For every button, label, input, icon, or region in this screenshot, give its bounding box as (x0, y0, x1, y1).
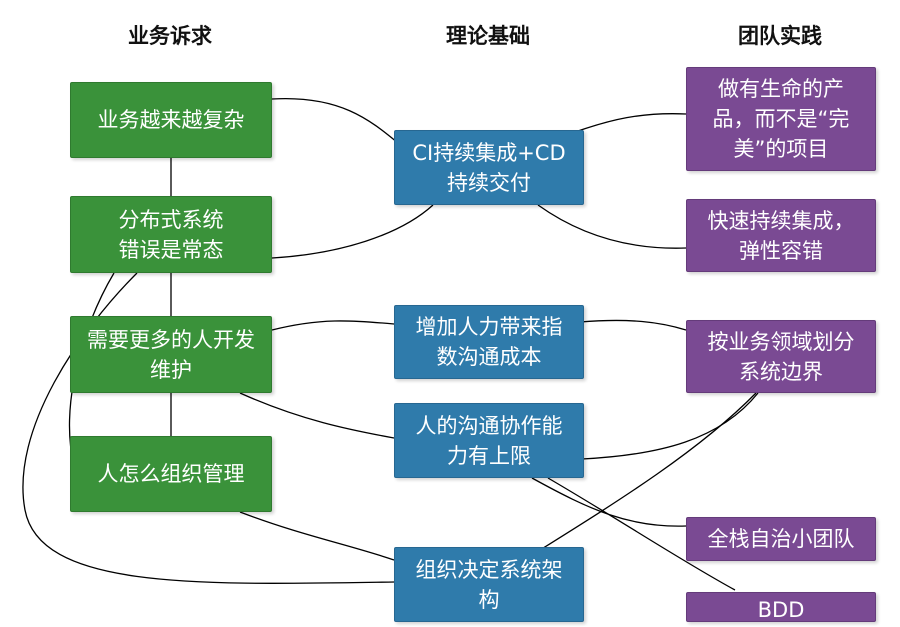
edge-t1-p1 (577, 113, 687, 132)
node-domain-boundaries: 按业务领域划分 系统边界 (686, 320, 876, 393)
node-fast-ci-resilience: 快速持续集成， 弹性容错 (686, 199, 876, 272)
edge-t3-p4 (531, 477, 687, 527)
node-label: 组织决定系统架 构 (415, 557, 563, 612)
node-label: 分布式系统 错误是常态 (118, 207, 224, 262)
node-business-complexity: 业务越来越复杂 (70, 82, 272, 158)
edge-t2-p3 (579, 319, 687, 331)
header-team: 团队实践 (738, 24, 822, 48)
edge-t3-p5 (547, 477, 736, 591)
node-bdd: BDD (686, 592, 876, 622)
edge-b1-t1 (271, 97, 399, 144)
node-label: 人怎么组织管理 (97, 462, 245, 486)
node-label: 业务越来越复杂 (97, 108, 245, 132)
node-collaboration-limit: 人的沟通协作能 力有上限 (394, 403, 584, 478)
node-label: 人的沟通协作能 力有上限 (415, 413, 563, 468)
node-communication-cost: 增加人力带来指 数沟通成本 (394, 305, 584, 379)
node-conways-law: 组织决定系统架 构 (394, 547, 584, 622)
node-label: 快速持续集成， 弹性容错 (707, 208, 855, 263)
node-label: 按业务领域划分 系统边界 (707, 329, 855, 384)
node-distributed-errors: 分布式系统 错误是常态 (70, 196, 272, 273)
edge-b4-t4 (239, 511, 395, 561)
node-label: CI持续集成+CD 持续交付 (412, 140, 566, 195)
edge-b2-t1 (271, 204, 434, 259)
edge-t4-p3 (539, 392, 757, 551)
header-business: 业务诉求 (128, 24, 212, 48)
header-theory: 理论基础 (446, 24, 530, 48)
edge-b3-t2 (271, 320, 395, 331)
node-label: 做有生命的产 品，而不是“完 美”的项目 (712, 77, 850, 161)
edge-t3-p3 (581, 392, 759, 460)
node-label: 需要更多的人开发 维护 (87, 327, 255, 382)
node-more-people: 需要更多的人开发 维护 (70, 316, 272, 393)
node-label: 全栈自治小团队 (707, 527, 855, 551)
node-label: 增加人力带来指 数沟通成本 (415, 315, 563, 369)
node-people-management: 人怎么组织管理 (70, 436, 272, 512)
node-autonomous-team: 全栈自治小团队 (686, 517, 876, 561)
node-living-product: 做有生命的产 品，而不是“完 美”的项目 (686, 67, 876, 171)
node-ci-cd: CI持续集成+CD 持续交付 (394, 130, 584, 205)
node-label: BDD (757, 598, 805, 622)
edge-t1-p2 (537, 204, 687, 249)
edge-b3-t3 (239, 392, 395, 439)
